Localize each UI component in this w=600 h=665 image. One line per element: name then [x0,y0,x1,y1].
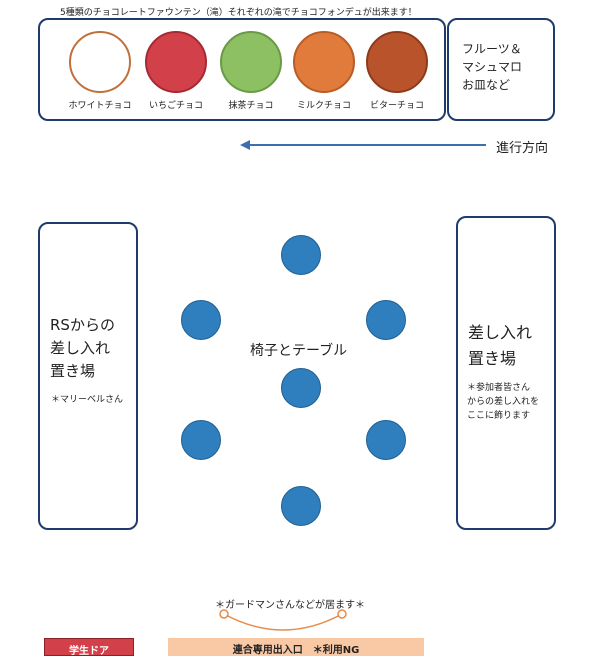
guest-gift-area [456,216,556,530]
direction-arrow-icon [240,140,486,150]
seat [281,486,321,526]
seat [281,235,321,275]
guard-arc-icon [219,609,347,631]
seat [181,420,221,460]
table-label: 椅子とテーブル [250,343,348,359]
chocolate-fountain-icon [293,31,355,93]
rs-gift-note: ＊マリーベルさん [51,395,124,405]
chocolate-fountain-icon [366,31,428,93]
seat [366,300,406,340]
chocolate-fountain-label: ミルクチョコ [296,101,351,111]
seat [181,300,221,340]
chocolate-fountain-icon [69,31,131,93]
rs-gift-title: RSからの 差し入れ 置き場 [50,316,115,380]
direction-label: 進行方向 [496,141,549,156]
chocolate-fountain-icon [145,31,207,93]
guest-gift-note: ＊参加者皆さん からの差し入れを ここに飾ります [467,383,540,421]
chocolate-fountain-icon [220,31,282,93]
chocolate-fountain-label: いちごチョコ [148,101,203,111]
chocolate-fountain-label: ホワイトチョコ [68,101,132,111]
main-entrance: 連合専用出入口 ＊利用NG [168,638,424,656]
seat [281,368,321,408]
student-door: 学生ドア [44,638,134,657]
guest-gift-title: 差し入れ 置き場 [468,323,533,368]
fruit-box [447,18,555,121]
seat [366,420,406,460]
rs-gift-area [38,222,138,530]
fruit-box-text: フルーツ＆ マシュマロ お皿など [462,42,523,92]
chocolate-fountain-label: 抹茶チョコ [228,101,274,111]
fountain-title: 5種類のチョコレートファウンテン（滝）それぞれの滝でチョコフォンデュが出来ます！ [60,8,417,18]
guard-label: ＊ガードマンさんなどが居ます＊ [215,600,365,611]
main-entrance-label: 連合専用出入口 ＊利用NG [232,645,360,656]
chocolate-fountain-label: ビターチョコ [369,101,424,111]
student-door-label: 学生ドア [69,646,109,657]
